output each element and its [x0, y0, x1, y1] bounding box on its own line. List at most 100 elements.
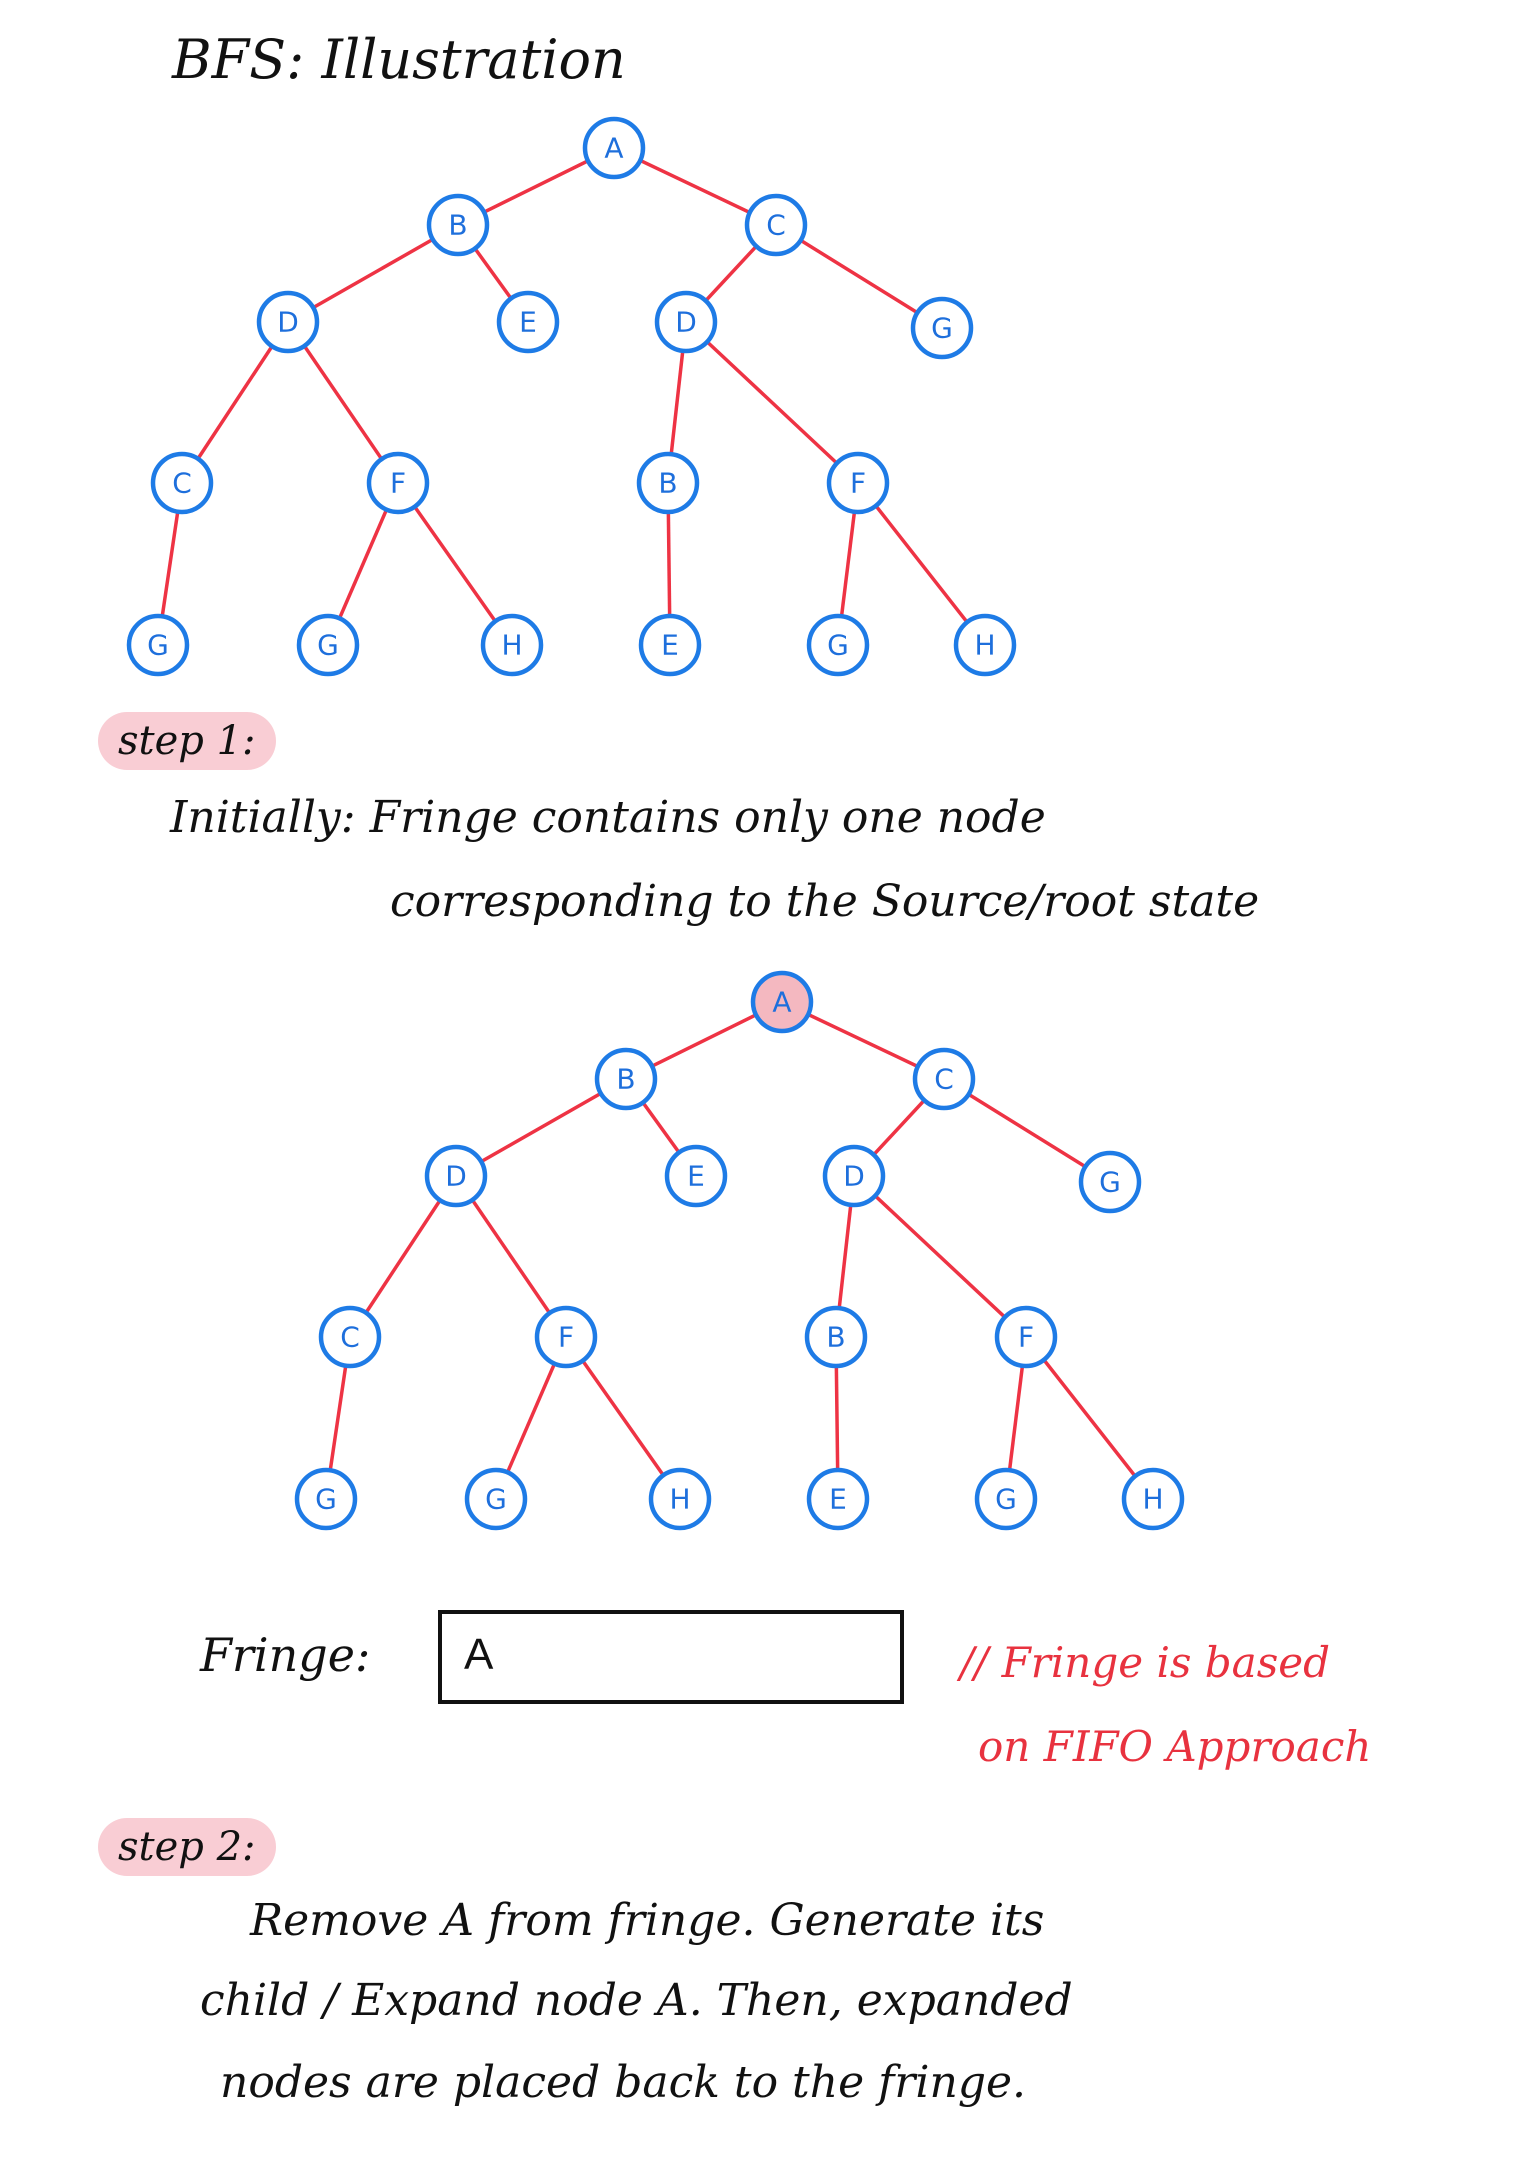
tree-edge — [455, 1077, 627, 1178]
node-label: B — [448, 209, 467, 242]
tree-node-h: H — [1121, 1467, 1185, 1531]
tree-node-d: D — [256, 290, 320, 354]
fringe-label: Fringe: — [200, 1628, 371, 1682]
tree-edge — [287, 223, 459, 324]
node-circle — [826, 451, 890, 515]
tree-edge — [564, 1335, 682, 1501]
tree-node-h: H — [953, 613, 1017, 677]
node-circle — [366, 451, 430, 515]
tree-edge — [943, 1077, 1111, 1184]
tree-edge — [454, 1175, 568, 1338]
tree-edge — [856, 481, 987, 647]
fringe-value: A — [464, 1630, 494, 1679]
node-label: F — [390, 467, 406, 500]
fringe-box: A — [438, 1610, 904, 1704]
tree-node-g: G — [126, 613, 190, 677]
node-label: G — [315, 1483, 337, 1516]
node-label: G — [827, 629, 849, 662]
node-label: F — [558, 1321, 574, 1354]
node-label: H — [501, 629, 522, 662]
tree-edge — [286, 321, 400, 484]
node-label: E — [687, 1160, 705, 1193]
node-circle — [1078, 1150, 1142, 1214]
node-label: E — [519, 306, 537, 339]
node-circle — [664, 1144, 728, 1208]
tree-node-e: E — [496, 290, 560, 354]
step-2-line-1: Remove A from fringe. Generate its — [250, 1895, 1045, 1946]
node-circle — [953, 613, 1017, 677]
node-label: G — [485, 1483, 507, 1516]
tree-node-g: G — [806, 613, 870, 677]
tree-node-f: F — [826, 451, 890, 515]
tree-node-g: G — [1078, 1150, 1142, 1214]
node-label: D — [843, 1160, 865, 1193]
tree-node-h: H — [480, 613, 544, 677]
tree-edge — [684, 320, 860, 485]
node-circle — [804, 1305, 868, 1369]
node-circle — [974, 1467, 1038, 1531]
node-label: H — [669, 1483, 690, 1516]
tree-node-g: G — [296, 613, 360, 677]
node-label: G — [317, 629, 339, 662]
node-label: B — [826, 1321, 845, 1354]
fringe-note-line-2: on FIFO Approach — [978, 1722, 1372, 1771]
tree-node-a: A — [582, 116, 646, 180]
node-circle — [150, 451, 214, 515]
node-circle — [294, 1467, 358, 1531]
tree-edge — [852, 1174, 1028, 1339]
node-label: G — [147, 629, 169, 662]
node-label: B — [658, 467, 677, 500]
node-label: A — [604, 132, 623, 165]
tree-node-c: C — [744, 193, 808, 257]
tree-node-f: F — [534, 1305, 598, 1369]
node-label: C — [766, 209, 786, 242]
tree-edge — [396, 481, 514, 647]
node-label: E — [829, 1483, 847, 1516]
tree-edge — [775, 223, 943, 330]
node-circle — [256, 290, 320, 354]
node-label: D — [675, 306, 697, 339]
tree-node-f: F — [366, 451, 430, 515]
tree-node-d: D — [654, 290, 718, 354]
node-label: G — [1099, 1166, 1121, 1199]
step-2-line-3: nodes are placed back to the fringe. — [220, 2057, 1027, 2108]
tree-node-g: G — [464, 1467, 528, 1531]
tree-node-b: B — [594, 1047, 658, 1111]
step-1-label: step 1: — [98, 712, 276, 770]
node-circle — [636, 451, 700, 515]
tree-node-h: H — [648, 1467, 712, 1531]
node-circle — [594, 1047, 658, 1111]
node-label: E — [661, 629, 679, 662]
node-label: G — [995, 1483, 1017, 1516]
tree-node-c: C — [912, 1047, 976, 1111]
node-circle — [534, 1305, 598, 1369]
node-circle — [806, 613, 870, 677]
node-circle — [648, 1467, 712, 1531]
node-label: D — [445, 1160, 467, 1193]
step-2-label: step 2: — [98, 1818, 276, 1876]
step-1-line-1: Initially: Fringe contains only one node — [170, 792, 1046, 843]
tree-node-e: E — [638, 613, 702, 677]
node-label: B — [616, 1063, 635, 1096]
tree-node-g: G — [974, 1467, 1038, 1531]
node-circle — [654, 290, 718, 354]
node-circle — [638, 613, 702, 677]
node-circle — [296, 613, 360, 677]
node-label: H — [1142, 1483, 1163, 1516]
tree-node-b: B — [804, 1305, 868, 1369]
tree-node-c: C — [318, 1305, 382, 1369]
tree-node-g: G — [294, 1467, 358, 1531]
tree-node-e: E — [664, 1144, 728, 1208]
node-circle — [1121, 1467, 1185, 1531]
node-label: C — [172, 467, 192, 500]
tree-node-f: F — [994, 1305, 1058, 1369]
node-circle — [480, 613, 544, 677]
fringe-note-line-1: // Fringe is based — [960, 1638, 1331, 1687]
node-label: C — [934, 1063, 954, 1096]
node-circle — [912, 1047, 976, 1111]
node-circle — [426, 193, 490, 257]
tree-edge — [348, 1175, 458, 1338]
tree-edge — [1024, 1335, 1155, 1501]
